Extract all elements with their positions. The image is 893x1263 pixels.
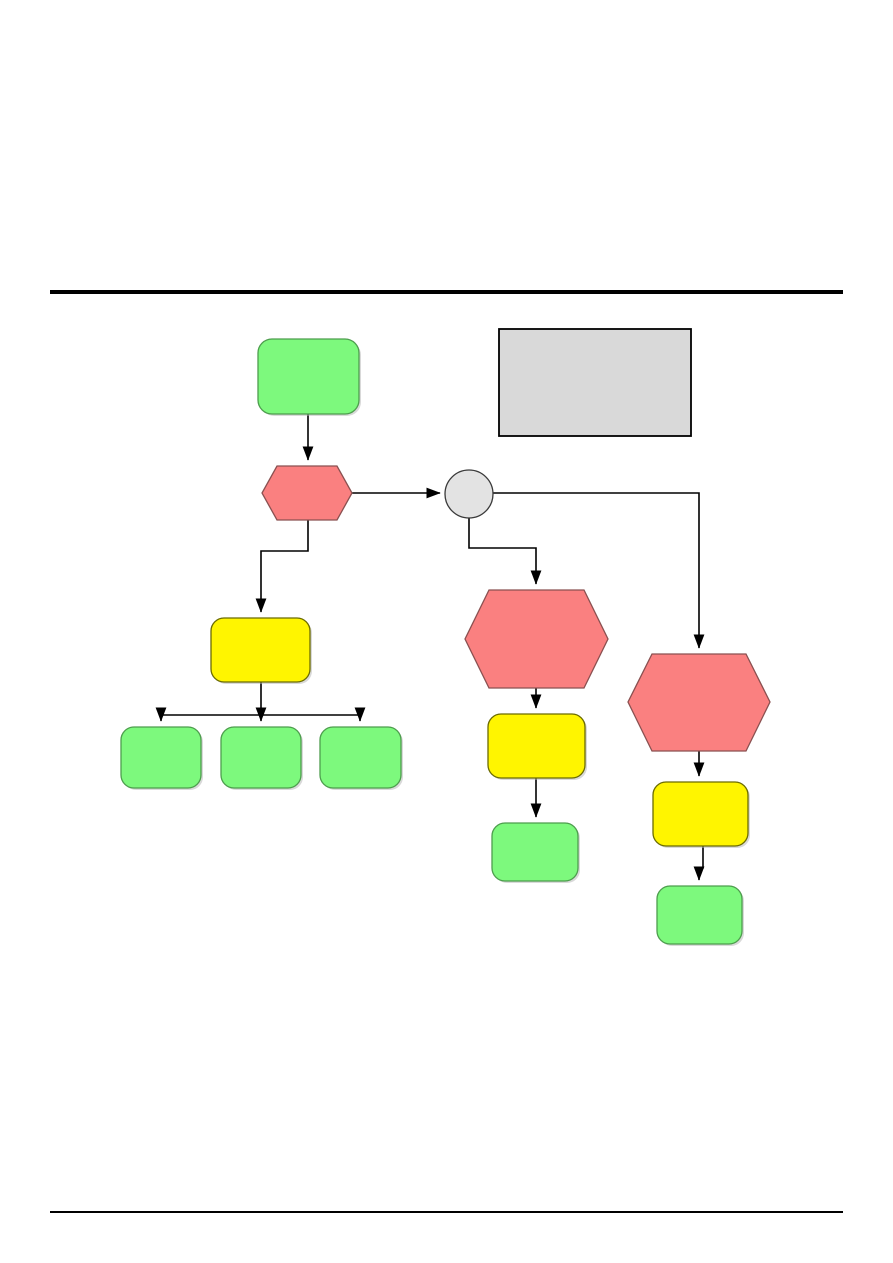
edge-connector1-to-decision3 bbox=[493, 492, 705, 649]
node-decision-3-shape[interactable] bbox=[627, 653, 771, 752]
node-start[interactable] bbox=[257, 338, 361, 416]
legend-box-shape[interactable] bbox=[498, 328, 692, 437]
edge-process3-to-end3 bbox=[693, 846, 705, 881]
node-leaf-2-shape[interactable] bbox=[220, 726, 302, 789]
node-decision-1[interactable] bbox=[261, 465, 353, 521]
footer-rule bbox=[50, 1211, 843, 1213]
node-leaf-3-shape[interactable] bbox=[319, 726, 402, 789]
node-end-2-shape[interactable] bbox=[491, 822, 579, 882]
header-rule bbox=[50, 290, 843, 294]
node-leaf-3[interactable] bbox=[319, 726, 403, 790]
node-leaf-1-shape[interactable] bbox=[120, 726, 202, 789]
nodes-layer bbox=[120, 328, 771, 946]
edge-connector1-to-decision2 bbox=[468, 518, 542, 585]
node-decision-2[interactable] bbox=[464, 589, 609, 689]
node-connector-1-shape[interactable] bbox=[444, 469, 494, 519]
node-process-1-shape[interactable] bbox=[210, 617, 311, 683]
node-leaf-1[interactable] bbox=[120, 726, 203, 790]
edges-layer bbox=[155, 414, 705, 881]
legend-box[interactable] bbox=[498, 328, 692, 437]
node-decision-3[interactable] bbox=[627, 653, 771, 752]
node-end-3-shape[interactable] bbox=[656, 885, 743, 945]
edge-process1-bus bbox=[161, 682, 360, 716]
node-process-2-shape[interactable] bbox=[487, 713, 586, 779]
node-decision-1-shape[interactable] bbox=[261, 465, 353, 521]
node-end-3[interactable] bbox=[656, 885, 744, 946]
node-connector-1[interactable] bbox=[444, 469, 494, 519]
node-leaf-2[interactable] bbox=[220, 726, 303, 790]
node-process-1[interactable] bbox=[210, 617, 312, 684]
node-process-2[interactable] bbox=[487, 713, 587, 780]
node-process-3[interactable] bbox=[652, 781, 750, 848]
node-process-3-shape[interactable] bbox=[652, 781, 749, 847]
node-start-shape[interactable] bbox=[257, 338, 360, 415]
edge-decision1-to-process1 bbox=[255, 520, 309, 613]
node-end-2[interactable] bbox=[491, 822, 580, 883]
node-decision-2-shape[interactable] bbox=[464, 589, 609, 689]
